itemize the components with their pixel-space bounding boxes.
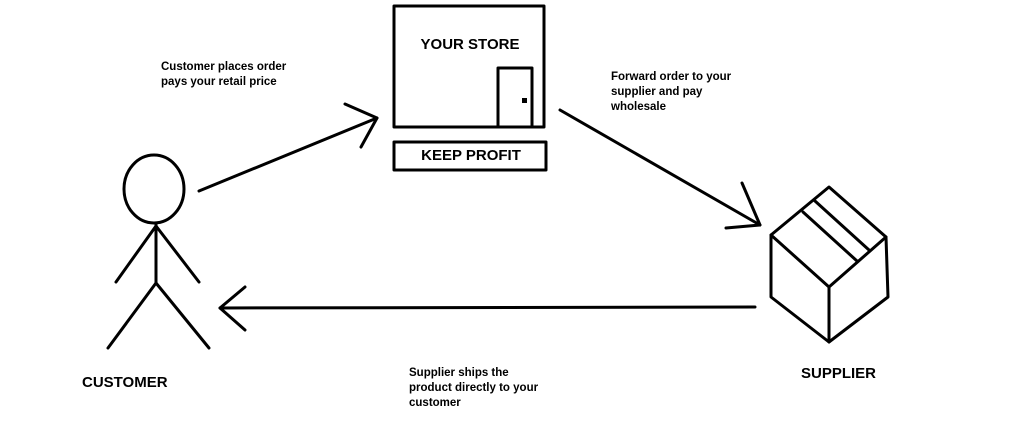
customer-right-leg [154, 281, 211, 350]
customer-left-arm [114, 224, 158, 284]
order-step-line-1: Customer places order [161, 61, 287, 73]
ship-step-caption: Supplier ships the product directly to y… [409, 366, 538, 411]
customer-label: CUSTOMER [82, 374, 168, 391]
arrow-supplier-to-customer [218, 285, 757, 332]
ship-step-line-3: customer [409, 397, 461, 409]
stick-figure-icon [106, 153, 211, 350]
box-right-face [827, 235, 890, 344]
keep-profit-label: KEEP PROFIT [421, 147, 521, 164]
forward-step-line-3: wholesale [611, 101, 666, 113]
store-outline [392, 4, 546, 129]
box-tape-line-2 [813, 199, 871, 252]
ship-step-line-1: Supplier ships the [409, 367, 509, 379]
door-icon [496, 66, 534, 129]
customer-left-leg [106, 281, 158, 350]
forward-step-caption: Forward order to your supplier and pay w… [611, 70, 731, 115]
box-icon [769, 185, 890, 344]
box-tape-line-1 [801, 210, 859, 263]
customer-head [122, 153, 186, 225]
store-title: YOUR STORE [420, 36, 520, 53]
forward-step-line-2: supplier and pay [611, 86, 703, 98]
arrow-customer-to-store [197, 102, 379, 193]
order-step-caption: Customer places order pays your retail p… [161, 60, 286, 90]
arrow-store-to-supplier [558, 108, 762, 230]
ship-step-line-2: product directly to your [409, 382, 539, 394]
keep-profit-box [392, 140, 548, 172]
forward-step-line-1: Forward order to your [611, 71, 732, 83]
box-left-face [769, 233, 831, 344]
supplier-label: SUPPLIER [801, 365, 877, 382]
order-step-line-2: pays your retail price [161, 76, 277, 88]
store-building [392, 4, 546, 129]
customer-right-arm [154, 224, 201, 284]
